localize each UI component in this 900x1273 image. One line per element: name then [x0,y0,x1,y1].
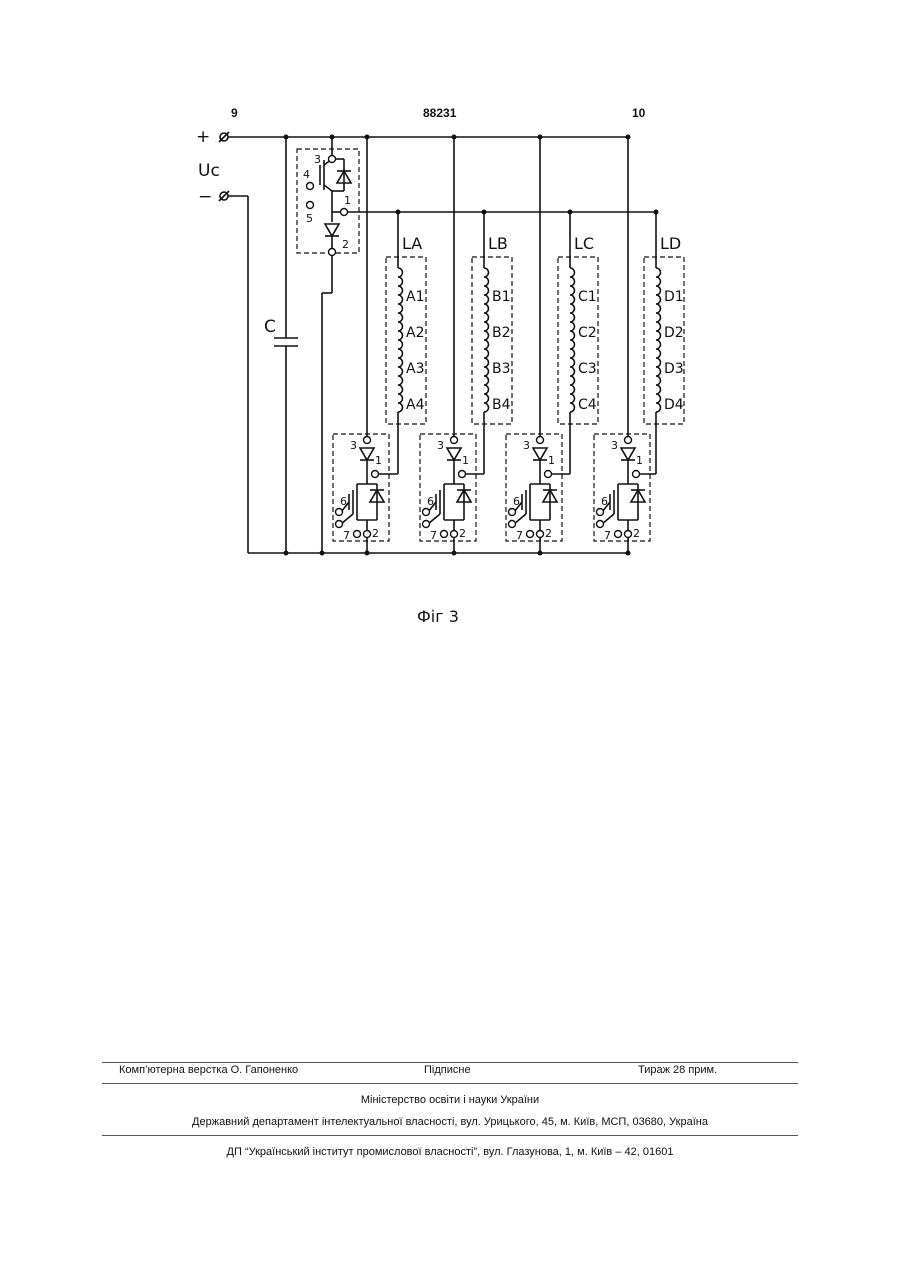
winding-label: A2 [406,325,424,341]
supply-voltage-label: Uc [198,161,220,181]
module-pin-2: 2 [372,527,379,540]
top-module-pin-4: 4 [303,168,310,181]
module-pin-2: 2 [545,527,552,540]
module-pin-6: 6 [601,495,608,508]
module-pin-2: 2 [459,527,466,540]
winding-label: C3 [578,361,597,377]
module-pin-3: 3 [350,439,357,452]
module-pin-1: 1 [462,454,469,467]
winding-label: C1 [578,289,597,305]
top-module-pin-5: 5 [306,212,313,225]
footer-rule-bottom [102,1135,798,1136]
module-pin-7: 7 [516,529,523,542]
module-pin-1: 1 [636,454,643,467]
top-module-pin-2: 2 [342,238,349,251]
footer-ministry: Міністерство освіти і науки України [0,1094,900,1106]
winding-label: D2 [664,325,684,341]
winding-label: A1 [406,289,424,305]
module-pin-3: 3 [611,439,618,452]
winding-label: D4 [664,397,684,413]
phase-ld: LD D1D2D3D4 3 1 6 7 2 [594,135,684,556]
phase-lc: LC C1C2C3C4 3 1 6 7 2 [506,135,598,556]
winding-label: C4 [578,397,597,413]
module-pin-3: 3 [523,439,530,452]
phase-lb: LB B1B2B3B4 3 1 6 7 2 [420,135,512,556]
winding-label: D1 [664,289,684,305]
phase-label: LC [574,234,594,253]
module-pin-7: 7 [343,529,350,542]
module-pin-6: 6 [427,495,434,508]
footer-signed: Підписне [424,1064,471,1076]
footer-layout-credit: Комп’ютерна верстка О. Гапоненко [119,1064,298,1076]
winding-label: A4 [406,397,425,413]
winding-label: B4 [492,397,511,413]
module-pin-6: 6 [513,495,520,508]
footer-department: Державний департамент інтелектуальної вл… [0,1116,900,1128]
capacitor-label: C [264,317,276,337]
footer-institute: ДП “Український інститут промислової вла… [0,1146,900,1158]
module-pin-7: 7 [430,529,437,542]
winding-label: B3 [492,361,511,377]
winding-label: B2 [492,325,511,341]
footer-rule-top [102,1062,798,1063]
footer-rule-middle [102,1083,798,1084]
winding-label: D3 [664,361,684,377]
module-pin-1: 1 [548,454,555,467]
module-pin-7: 7 [604,529,611,542]
winding-label: A3 [406,361,424,377]
module-pin-3: 3 [437,439,444,452]
winding-label: C2 [578,325,597,341]
footer-circulation: Тираж 28 прим. [638,1064,717,1076]
module-pin-1: 1 [375,454,382,467]
figure-caption: Фіг 3 [417,607,459,626]
top-module-pin-1: 1 [344,194,351,207]
supply-plus-label: + [196,127,210,147]
top-module-pin-3: 3 [314,153,321,166]
supply-minus-label: − [198,187,212,207]
phase-label: LB [488,234,508,253]
winding-label: B1 [492,289,511,305]
module-pin-2: 2 [633,527,640,540]
phase-label: LA [402,234,422,253]
module-pin-6: 6 [340,495,347,508]
phase-label: LD [660,234,681,253]
circuit-diagram: LAA1A2A3A431672LBB1B2B3B431672LCC1C2C3C4… [0,0,900,640]
